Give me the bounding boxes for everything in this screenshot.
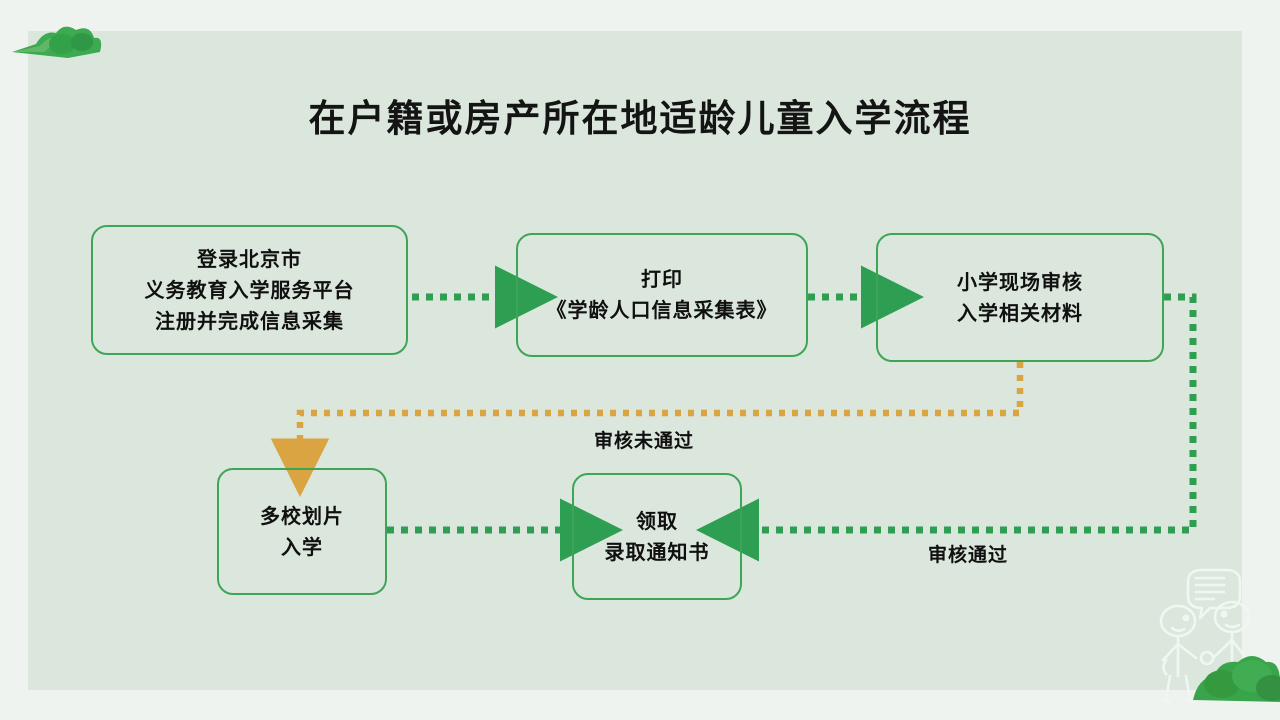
node-register-line-1: 义务教育入学服务平台 (144, 277, 355, 302)
node-review-line-0: 小学现场审核 (957, 269, 1083, 294)
node-print-line-1: 《学龄人口信息采集表》 (546, 298, 778, 322)
two-people-talking-icon (1159, 568, 1251, 704)
node-review-line-1: 入学相关材料 (957, 300, 1083, 325)
node-admission-line-1: 录取通知书 (604, 539, 710, 564)
page-title: 在户籍或房产所在地适龄儿童入学流程 (308, 96, 972, 140)
node-multischool[interactable]: 多校划片 入学 (217, 468, 387, 595)
node-print-line-0: 打印 (641, 267, 683, 291)
node-admission-line-0: 领取 (636, 508, 678, 533)
node-admission[interactable]: 领取 录取通知书 (572, 473, 742, 600)
node-multischool-line-0: 多校划片 (260, 503, 344, 528)
node-register[interactable]: 登录北京市 义务教育入学服务平台 注册并完成信息采集 (91, 225, 408, 355)
edge-review-passed-to-admission (696, 293, 1197, 562)
edge-label-failed: 审核未通过 (594, 430, 695, 452)
node-print[interactable]: 打印 《学龄人口信息采集表》 (516, 233, 808, 357)
node-register-line-2: 注册并完成信息采集 (155, 308, 344, 333)
bush-icon-bottom-right (1193, 656, 1280, 702)
node-register-line-0: 登录北京市 (197, 246, 302, 271)
bush-icon-top-left (12, 26, 102, 58)
node-multischool-line-1: 入学 (281, 534, 323, 559)
node-review[interactable]: 小学现场审核 入学相关材料 (876, 233, 1164, 362)
edge-label-passed: 审核通过 (928, 544, 1009, 566)
